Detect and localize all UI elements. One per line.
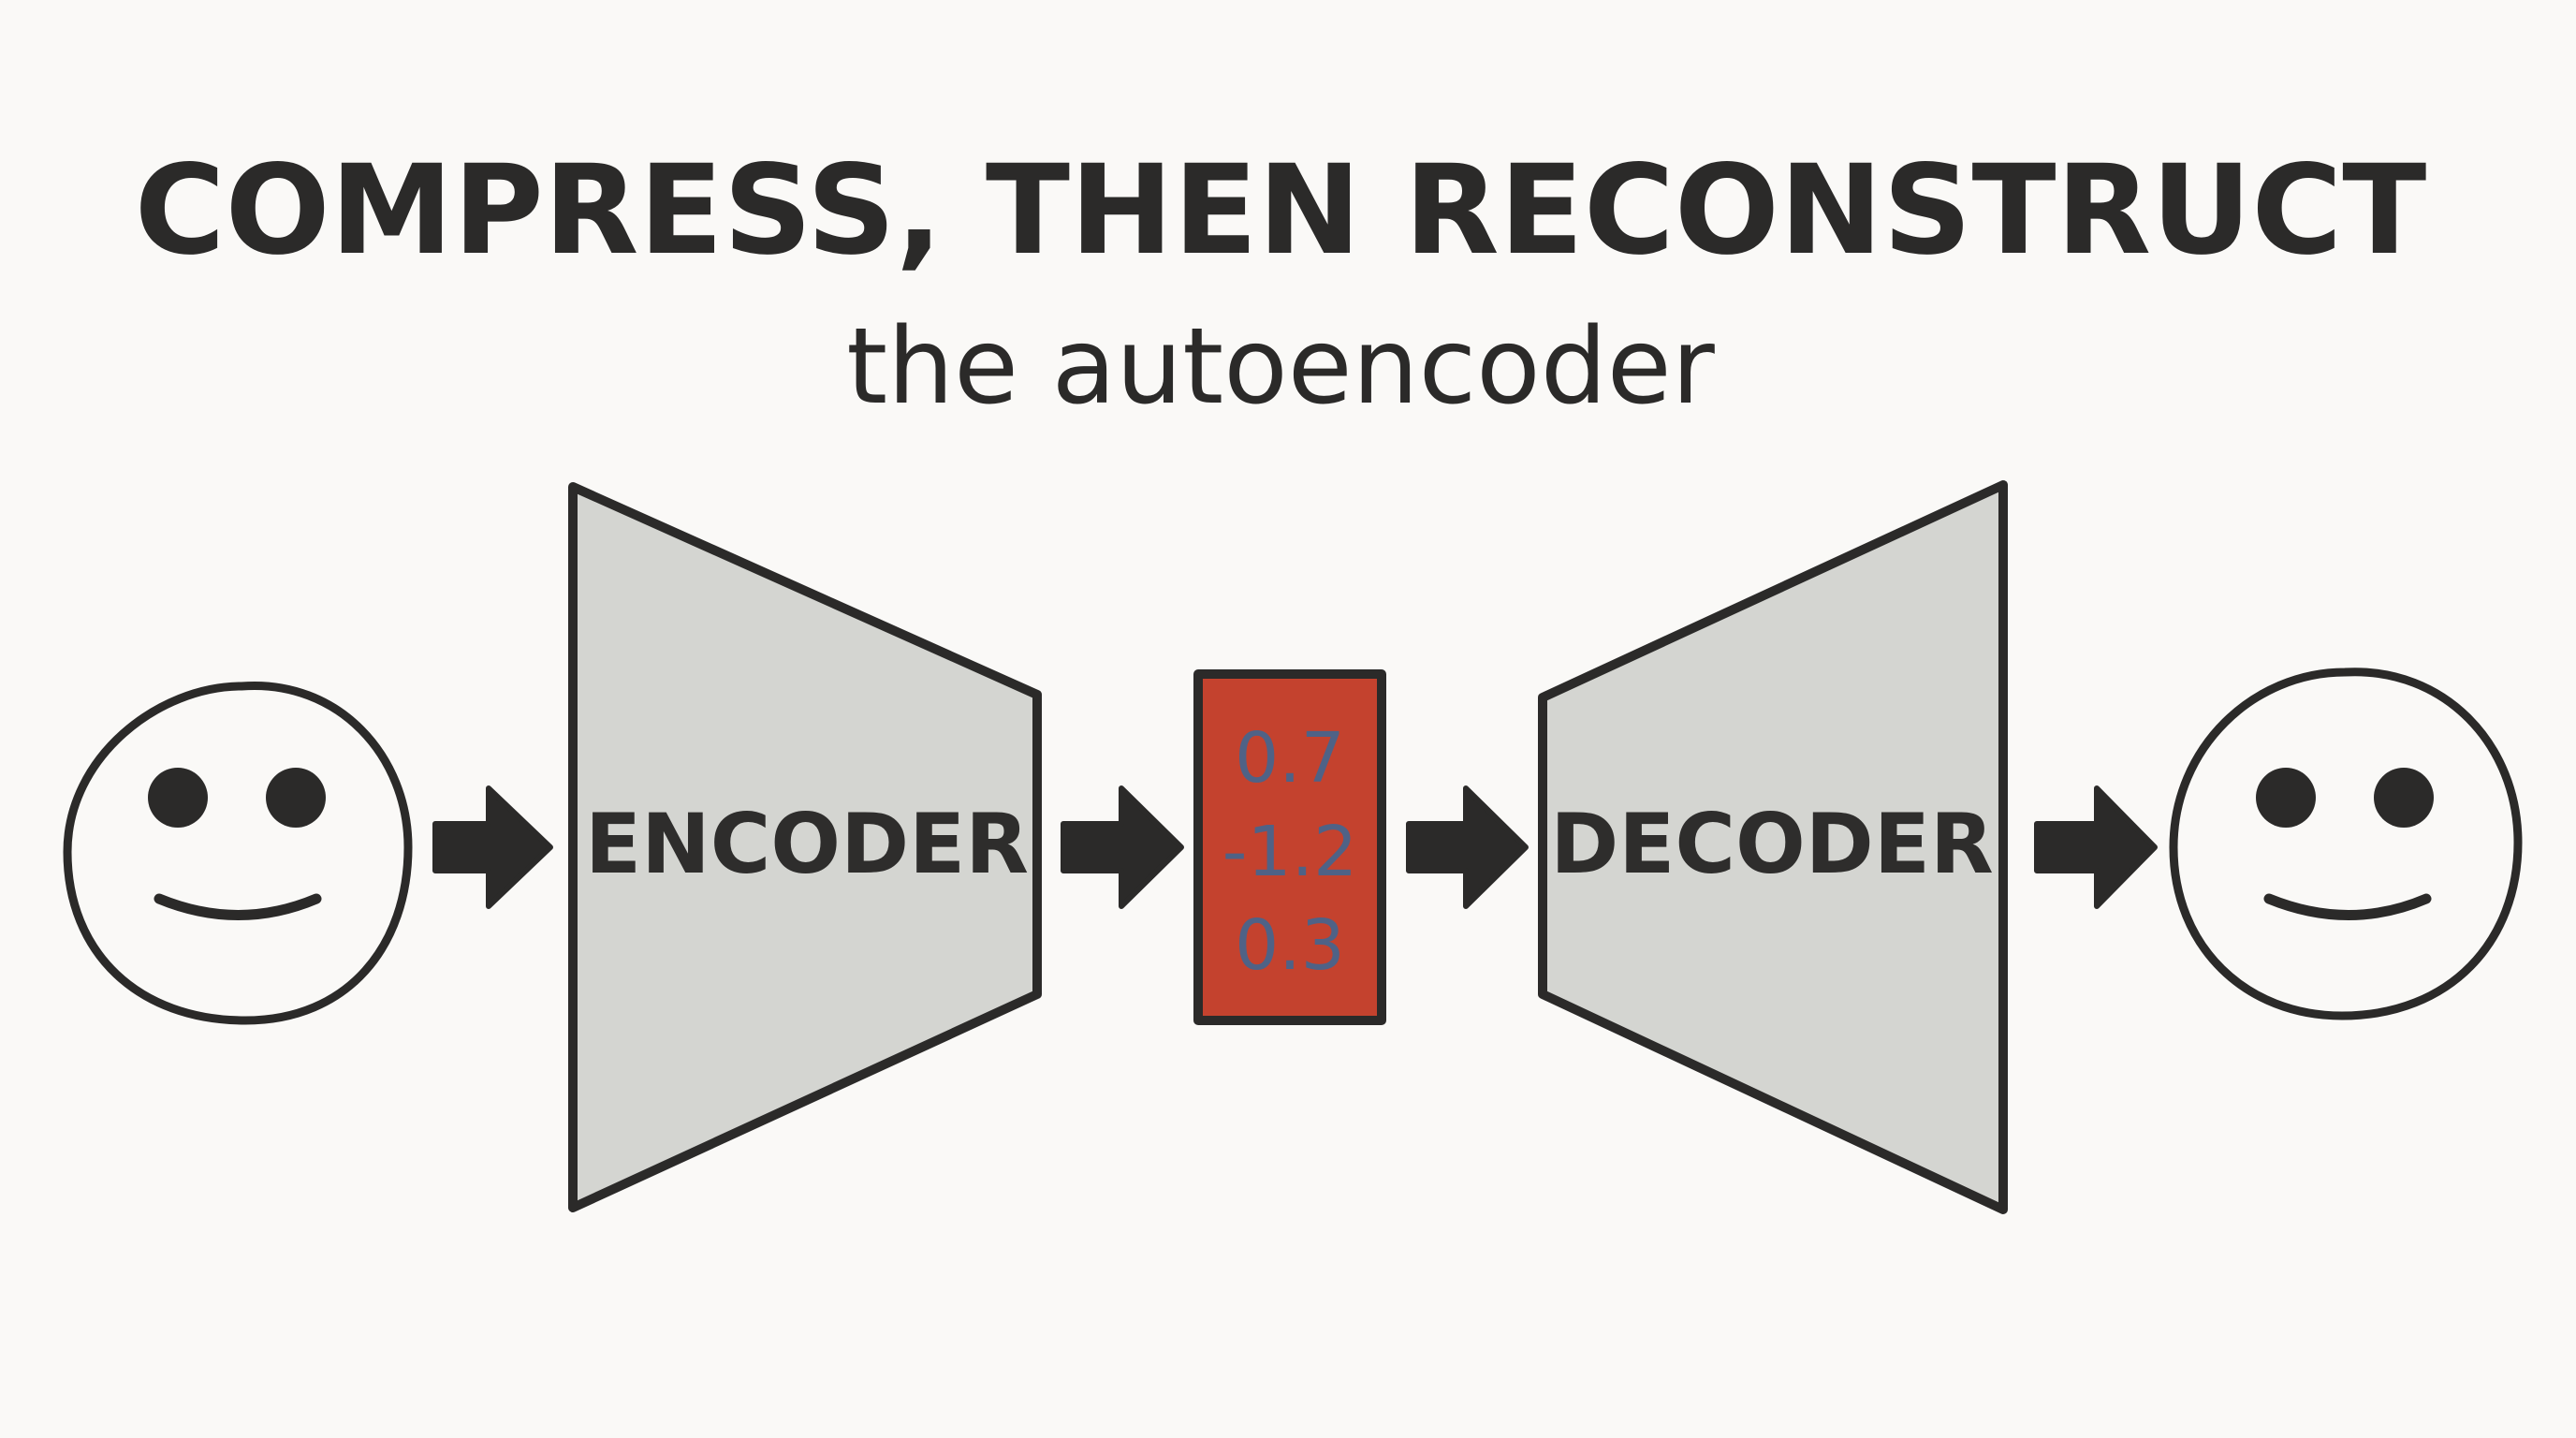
arrow-right-icon	[432, 785, 553, 909]
output-face-right-eye	[2374, 768, 2434, 828]
arrow-right-icon	[1406, 785, 1529, 909]
decoder-block: DECODER	[1538, 480, 2008, 1214]
latent-vector-block: 0.7 -1.2 0.3	[1193, 669, 1386, 1025]
diagram-title: COMPRESS, THEN RECONSTRUCT	[135, 139, 2427, 283]
arrow-right-icon	[2034, 785, 2158, 909]
input-smiley-face-icon	[63, 681, 413, 1025]
input-face-mouth	[154, 893, 322, 920]
decoder-label: DECODER	[1550, 796, 1993, 892]
input-face-right-eye	[266, 768, 326, 828]
encoder-label: ENCODER	[585, 796, 1029, 892]
arrow-right-icon	[1061, 785, 1184, 909]
input-face-left-eye	[148, 768, 208, 828]
output-face-mouth	[2263, 893, 2432, 920]
latent-value: -1.2	[1222, 812, 1357, 892]
encoder-block: ENCODER	[568, 482, 1042, 1212]
output-face-left-eye	[2256, 768, 2316, 828]
output-smiley-face-icon	[2169, 668, 2523, 1020]
latent-value: 0.3	[1235, 905, 1345, 986]
latent-value: 0.7	[1235, 718, 1345, 799]
diagram-subtitle: the autoencoder	[846, 306, 1715, 428]
